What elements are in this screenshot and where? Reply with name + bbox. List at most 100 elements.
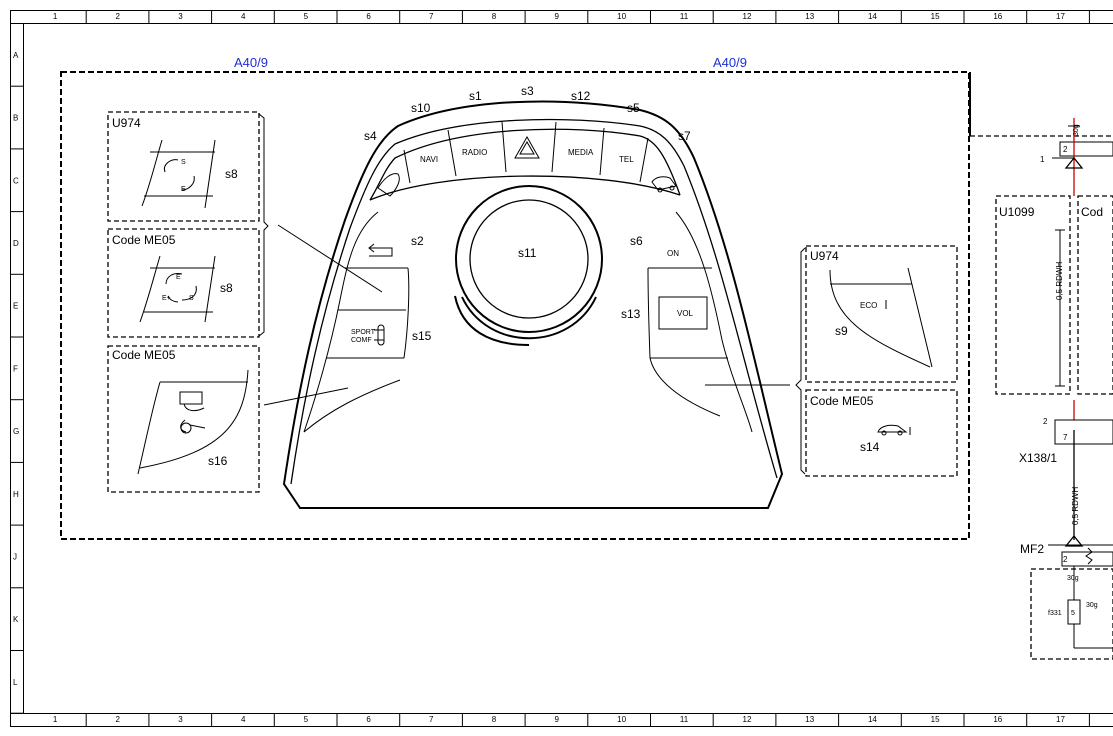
label-s4: s4 xyxy=(364,129,377,143)
column-ruler: 1122334455667788991010111112121313141415… xyxy=(53,10,1090,727)
pin-2: 2 xyxy=(1043,417,1048,426)
inset-code: Code ME05 xyxy=(112,233,176,247)
label-s12: s12 xyxy=(571,89,591,103)
label-e-plus: E+ xyxy=(162,295,171,302)
leader-line xyxy=(277,224,383,293)
column-number: 7 xyxy=(429,12,434,21)
inset-item: s9 xyxy=(835,324,848,338)
component-u1099: U1099 xyxy=(999,205,1035,219)
row-letter: K xyxy=(13,615,19,624)
column-number: 8 xyxy=(492,715,497,724)
component-ref-right: A40/9 xyxy=(713,55,747,70)
inset-u974-right: U974 ECO s9 xyxy=(805,245,958,383)
drawing-frame xyxy=(10,10,1113,727)
inset-item: s8 xyxy=(225,167,238,181)
button-tel: TEL xyxy=(619,155,634,164)
label-s11: s11 xyxy=(518,246,537,260)
column-number: 10 xyxy=(617,12,626,21)
fuse-number: 5 xyxy=(1071,610,1075,617)
inset-me05-battery: Code ME05 s16 xyxy=(107,345,260,493)
inset-me05-right: Code ME05 s14 xyxy=(805,389,958,477)
label-s13: s13 xyxy=(621,307,641,321)
column-number: 9 xyxy=(554,715,559,724)
button-vol: VOL xyxy=(677,309,694,318)
column-number: 16 xyxy=(993,715,1002,724)
label-s6: s6 xyxy=(630,234,643,248)
button-on: ON xyxy=(667,249,679,258)
pin-2: 2 xyxy=(1063,145,1068,154)
car-icon xyxy=(877,424,908,433)
inset-item: s14 xyxy=(860,440,880,454)
label-s2: s2 xyxy=(411,234,424,248)
wire-spec: 0,5 RDWH xyxy=(1055,262,1064,300)
column-number: 12 xyxy=(743,715,752,724)
wiring-right xyxy=(969,72,1113,660)
component-ref-left: A40/9 xyxy=(234,55,268,70)
wire-spec: 0,5 RDWH xyxy=(1071,487,1080,525)
component-boundary xyxy=(60,71,970,540)
row-letter: G xyxy=(13,427,19,436)
button-comf: COMF xyxy=(351,337,372,344)
label-s1: s1 xyxy=(469,89,482,103)
column-number: 2 xyxy=(116,715,121,724)
signal-30g: 30g xyxy=(1073,124,1080,136)
column-number: 1 xyxy=(53,12,58,21)
column-number: 14 xyxy=(868,715,877,724)
column-number: 6 xyxy=(366,715,371,724)
label-eco: ECO xyxy=(860,301,877,310)
pin-7: 7 xyxy=(1063,433,1068,442)
label-e: E xyxy=(181,186,186,193)
column-number: 9 xyxy=(554,12,559,21)
label-s5: s5 xyxy=(627,101,640,115)
label-s3: s3 xyxy=(521,84,534,98)
column-number: 11 xyxy=(680,12,689,21)
connector-x138: X138/1 xyxy=(1019,451,1057,465)
row-letter: D xyxy=(13,239,19,248)
column-number: 17 xyxy=(1056,12,1065,21)
column-number: 10 xyxy=(617,715,626,724)
inset-me05-left: Code ME05 E E+ S s8 xyxy=(107,228,260,338)
label-s7: s7 xyxy=(678,129,691,143)
row-letter: C xyxy=(13,176,19,185)
inset-item: s8 xyxy=(220,281,233,295)
label-s10: s10 xyxy=(411,101,431,115)
inset-code: U974 xyxy=(112,116,141,130)
column-number: 7 xyxy=(429,715,434,724)
column-number: 5 xyxy=(304,12,309,21)
column-number: 4 xyxy=(241,715,246,724)
column-number: 8 xyxy=(492,12,497,21)
label-e: E xyxy=(176,274,181,281)
inset-item: s16 xyxy=(208,454,228,468)
column-number: 15 xyxy=(931,715,940,724)
signal-30g: 30g xyxy=(1086,602,1098,609)
column-number: 2 xyxy=(116,12,121,21)
column-number: 13 xyxy=(805,715,814,724)
button-sport: SPORT xyxy=(351,329,376,336)
leader-line xyxy=(263,387,349,406)
label-s15: s15 xyxy=(412,329,432,343)
column-number: 1 xyxy=(53,715,58,724)
fuse-label: f331 xyxy=(1048,610,1062,617)
button-radio: RADIO xyxy=(462,148,487,157)
pin-2: 2 xyxy=(1063,555,1068,564)
connector-mf2: MF2 xyxy=(1020,542,1044,556)
column-number: 15 xyxy=(931,12,940,21)
column-number: 3 xyxy=(178,715,183,724)
row-letter: F xyxy=(13,364,18,373)
row-letter: B xyxy=(13,114,18,123)
column-number: 14 xyxy=(868,12,877,21)
button-media: MEDIA xyxy=(568,148,594,157)
row-letter: J xyxy=(13,552,17,561)
row-letter: H xyxy=(13,490,19,499)
column-number: 11 xyxy=(680,715,689,724)
column-number: 6 xyxy=(366,12,371,21)
inset-code: Code ME05 xyxy=(810,394,874,408)
inset-code: Code ME05 xyxy=(112,348,176,362)
column-number: 12 xyxy=(743,12,752,21)
row-letter: E xyxy=(13,302,18,311)
inset-u974-left: U974 S E s8 xyxy=(107,111,260,222)
row-letter: L xyxy=(13,678,18,687)
brace-left xyxy=(258,113,269,337)
